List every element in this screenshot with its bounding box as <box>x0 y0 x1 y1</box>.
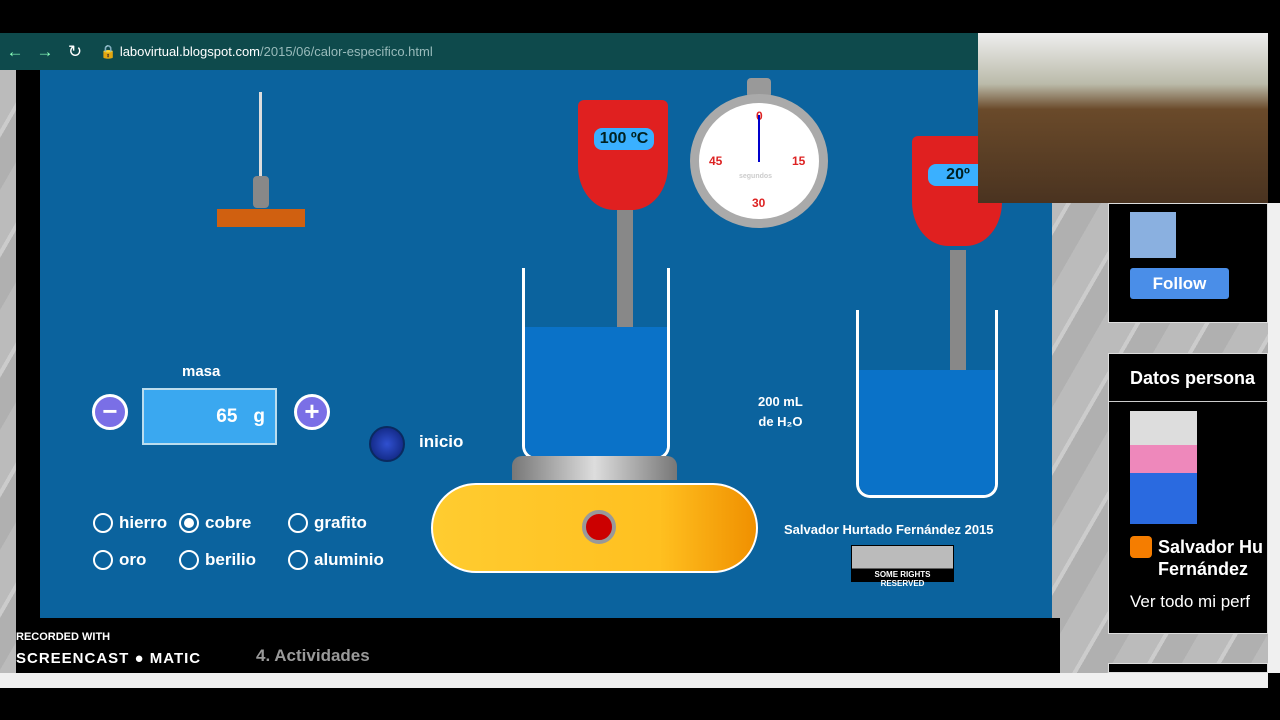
cc-badge[interactable]: SOME RIGHTS RESERVED <box>851 545 954 588</box>
profile-avatar <box>1130 411 1197 524</box>
radio-grafito[interactable]: grafito <box>288 513 367 533</box>
section-overlay-text: 4. Actividades <box>256 646 370 665</box>
beaker-hot <box>522 268 670 460</box>
increase-mass-button[interactable]: + <box>294 394 330 430</box>
next-widget <box>1108 663 1268 673</box>
hotplate-top <box>512 456 677 480</box>
left-strip <box>16 70 40 618</box>
stopwatch-hand <box>758 115 760 162</box>
start-button[interactable] <box>369 426 405 462</box>
follower-avatar <box>1130 212 1176 258</box>
thermometer-probe-hot <box>617 210 633 360</box>
hanging-string <box>259 92 262 187</box>
heater-button[interactable] <box>582 510 616 544</box>
masa-label: masa <box>182 363 221 380</box>
beaker-cold <box>856 310 998 498</box>
metal-sample[interactable] <box>217 209 305 227</box>
followers-widget: Follow <box>1108 203 1268 323</box>
thermometer-probe-cold <box>950 250 966 400</box>
decrease-mass-button[interactable]: − <box>92 394 128 430</box>
bottom-panel: RECORDED WITH SCREENCAST ● MATIC 4. Acti… <box>16 618 1060 673</box>
credit: Salvador Hurtado Fernández 2015 <box>784 522 994 537</box>
follow-button[interactable]: Follow <box>1130 268 1229 299</box>
view-profile-link[interactable]: Ver todo mi perf <box>1130 592 1251 611</box>
blogger-icon <box>1130 536 1152 558</box>
address-bar[interactable]: 🔒 labovirtual.blogspot.com/2015/06/calor… <box>100 43 433 59</box>
temp-hot-readout: 100 ºC <box>594 128 654 150</box>
reload-icon[interactable]: ↻ <box>67 41 83 61</box>
thermometer-hot: 100 ºC <box>578 100 668 210</box>
browser-toolbar: ← → ↻ 🔒 labovirtual.blogspot.com/2015/06… <box>0 33 978 70</box>
radio-aluminio[interactable]: aluminio <box>288 550 384 570</box>
radio-hierro[interactable]: hierro <box>93 513 167 533</box>
radio-oro[interactable]: oro <box>93 550 146 570</box>
hook <box>253 176 269 208</box>
start-label: inicio <box>419 432 464 451</box>
temp-cold-readout: 20º <box>928 164 988 186</box>
watermark: SCREENCAST ● MATIC <box>16 650 202 667</box>
webcam-overlay <box>978 33 1268 203</box>
vertical-scrollbar[interactable] <box>1268 203 1280 673</box>
back-icon[interactable]: ← <box>6 41 24 61</box>
radio-cobre[interactable]: cobre <box>179 513 251 533</box>
horizontal-scrollbar[interactable] <box>0 673 1268 688</box>
stopwatch[interactable]: 0 15 30 45 segundos <box>690 78 830 228</box>
radio-berilio[interactable]: berilio <box>179 550 256 570</box>
forward-icon[interactable]: → <box>36 41 54 61</box>
